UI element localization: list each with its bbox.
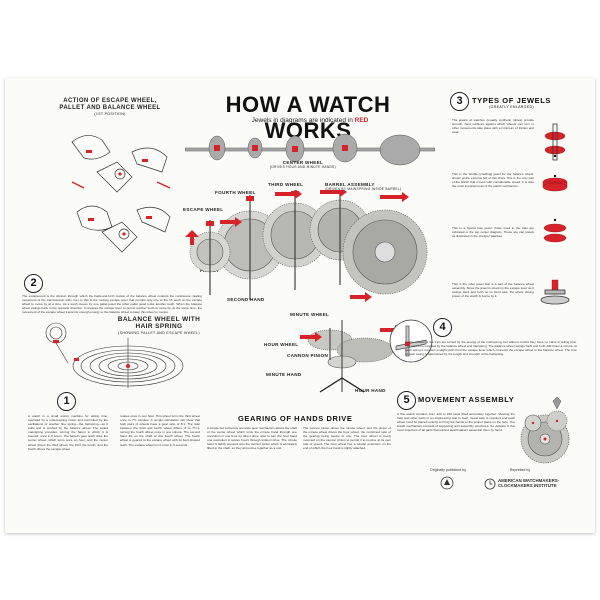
subtitle-red-word: RED <box>354 117 369 124</box>
gearing-heading: GEARING OF HANDS DRIVE <box>238 414 353 423</box>
jewels-paragraph-2: This is the double (cradling) jewel for … <box>452 172 534 189</box>
escape-action-diagram <box>71 135 171 253</box>
escape-action-title-2: PALLET AND BALANCE WHEEL <box>59 104 161 111</box>
section-number-4: 4 <box>433 318 452 337</box>
minute-wheel-label: MINUTE WHEEL <box>290 312 330 317</box>
jewels-paragraph-3: This is a typical hole jewel; those used… <box>452 226 534 239</box>
credit-org-line-2: CLOCKMAKERS INSTITUTE <box>498 483 557 488</box>
balance-wheel-diagram <box>45 322 184 388</box>
center-wheel-label-text: CENTER WHEEL <box>282 160 324 165</box>
center-wheel-label: CENTER WHEEL (DRIVES HOUR AND MINUTE HAN… <box>270 160 336 169</box>
original-publisher-logo <box>440 476 454 490</box>
gearing-paragraph-2: The cannon pinion drives the minute whee… <box>303 426 391 451</box>
escape-action-title-1: ACTION OF ESCAPE WHEEL, <box>63 98 157 104</box>
jewel-types-diagram <box>540 123 570 305</box>
movement-heading: MOVEMENT ASSEMBLY <box>418 395 515 404</box>
credit-original-text: Originally published by <box>429 468 467 472</box>
balance-spring-note: (SHOWING PALLET AND ESCAPE WHEEL) <box>118 330 200 335</box>
barrel-label: BARREL ASSEMBLY (DRIVEN BY MAINSPRING IN… <box>325 182 401 191</box>
minute-hand-label: MINUTE HAND <box>266 372 302 377</box>
gear-ratio-paragraph: rotates once in one hour. This wheel tur… <box>120 414 200 447</box>
awci-logo-icon <box>484 478 496 490</box>
balance-spring-title-2: HAIR SPRING <box>135 323 183 331</box>
gearing-paragraph-1: A simple but extremely accurate gear mec… <box>207 426 297 451</box>
gear-train-illustration <box>185 190 428 302</box>
roller-jewel-zoom <box>389 319 433 363</box>
jewels-note: (GREATLY ENLARGED) <box>489 105 534 109</box>
intro-paragraph: A watch is a small sturdy machine for te… <box>28 414 108 451</box>
cannon-pinion-label: CANNON PINION <box>287 353 329 358</box>
barrel-note: (DRIVEN BY MAINSPRING INSIDE BARREL) <box>325 187 402 191</box>
section-number-1: 1 <box>57 392 76 411</box>
section-number-2: 2 <box>24 274 43 293</box>
escapement-paragraph: The escapement is the division through w… <box>22 294 202 315</box>
barrel-label-text: BARREL ASSEMBLY <box>325 182 375 187</box>
movement-photo <box>520 396 570 464</box>
jewels-paragraph-1: The jewels of watches (usually synthetic… <box>452 118 534 135</box>
balance-spring-title-1: BALANCE WHEEL WITH <box>117 316 201 323</box>
credit-reprint-text: Reprinted by <box>509 468 531 472</box>
credit-org-line-1: AMERICAN WATCHMAKERS- <box>498 478 560 483</box>
jewels-paragraph-4: This is the roller jewel that is a part … <box>452 282 534 299</box>
escape-action-heading: ACTION OF ESCAPE WHEEL, PALLET AND BALAN… <box>55 98 165 116</box>
second-hand-label: SECOND HAND <box>227 297 265 302</box>
hour-wheel-label: HOUR WHEEL <box>264 342 299 347</box>
credit-reprint: Reprinted by <box>485 468 555 472</box>
subtitle-text: Jewels in diagrams are indicated in <box>251 117 353 124</box>
jewels-heading: TYPES OF JEWELS (GREATLY ENLARGED) <box>472 96 551 109</box>
balance-spring-heading: BALANCE WHEEL WITH HAIR SPRING (SHOWING … <box>104 316 214 335</box>
fourth-wheel-label: FOURTH WHEEL <box>215 190 256 195</box>
center-train-diagram <box>185 133 435 166</box>
hour-hand-label: HOUR HAND <box>355 388 386 393</box>
section-number-3: 3 <box>450 92 469 111</box>
credit-original: Originally published by <box>418 468 478 472</box>
section-number-5: 5 <box>397 391 416 410</box>
subtitle: Jewels in diagrams are indicated in RED <box>200 117 420 124</box>
jewels-title: TYPES OF JEWELS <box>472 96 552 105</box>
escape-wheel-label: ESCAPE WHEEL <box>183 207 224 212</box>
movement-paragraph: A fine watch contains from 120 to 160 pa… <box>397 412 515 433</box>
escape-action-note: (1ST POSITION) <box>94 111 126 116</box>
third-wheel-label: THIRD WHEEL <box>268 182 304 187</box>
center-wheel-note: (DRIVES HOUR AND MINUTE HANDS) <box>270 165 336 169</box>
credit-org: AMERICAN WATCHMAKERS- CLOCKMAKERS INSTIT… <box>498 478 578 488</box>
balance-control-paragraph: All the wheels of the train are turned b… <box>405 340 577 357</box>
